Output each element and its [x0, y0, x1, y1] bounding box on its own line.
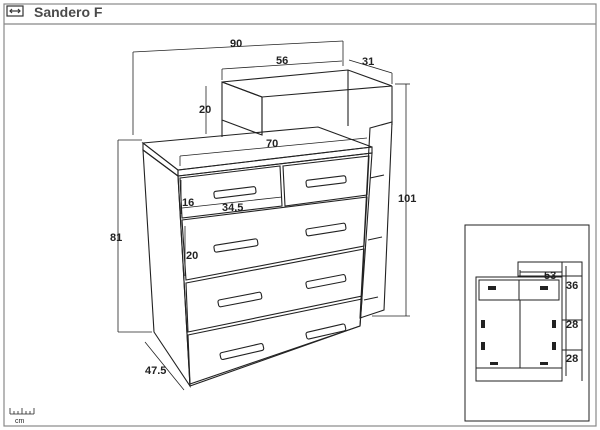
detail-frame [464, 224, 590, 422]
handle-icon [217, 291, 263, 308]
dresser-drawing [141, 69, 393, 388]
dim-large-drawer-height: 20 [186, 250, 198, 262]
handle-icon [219, 343, 265, 361]
dim-total-width: 90 [230, 38, 242, 50]
top-shelf-board [221, 69, 393, 98]
handle-icon [305, 175, 347, 188]
drawer-2 [181, 196, 368, 281]
dim-total-height: 101 [398, 193, 416, 205]
dim-top-shelf-depth: 31 [362, 56, 374, 68]
handle-icon [305, 222, 347, 237]
scale-unit-label: cm [15, 418, 25, 425]
drawer-4 [187, 298, 363, 385]
handle-icon [213, 238, 259, 253]
handle-icon [213, 186, 257, 199]
dim-top-width: 70 [266, 138, 278, 150]
top-shelf-side [221, 81, 263, 136]
handle-icon [305, 274, 347, 289]
dimension-lines [117, 40, 410, 391]
dim-drawer-width: 34.5 [222, 202, 243, 214]
detail-dim-top-height: 36 [566, 280, 578, 292]
width-arrow-icon [6, 5, 24, 17]
dim-body-height: 81 [110, 232, 122, 244]
side-shelf-tower [359, 121, 393, 319]
header: Sandero F [0, 0, 600, 26]
handle-icon [305, 323, 347, 340]
dim-top-shelf-width: 56 [276, 55, 288, 67]
dresser-front [177, 152, 373, 387]
drawer-top-right [282, 155, 370, 207]
drawer-3 [185, 248, 365, 333]
scale-bar [9, 408, 35, 415]
detail-dim-bottom-height: 28 [566, 353, 578, 365]
detail-dim-inner-width: 53 [544, 270, 556, 282]
dim-top-shelf-height: 20 [199, 104, 211, 116]
product-title: Sandero F [34, 4, 103, 20]
detail-view [464, 224, 590, 422]
detail-dim-middle-height: 28 [566, 319, 578, 331]
dim-depth: 47.5 [145, 365, 166, 377]
dim-small-drawer-height: 16 [182, 197, 194, 209]
page-frame [3, 3, 597, 427]
